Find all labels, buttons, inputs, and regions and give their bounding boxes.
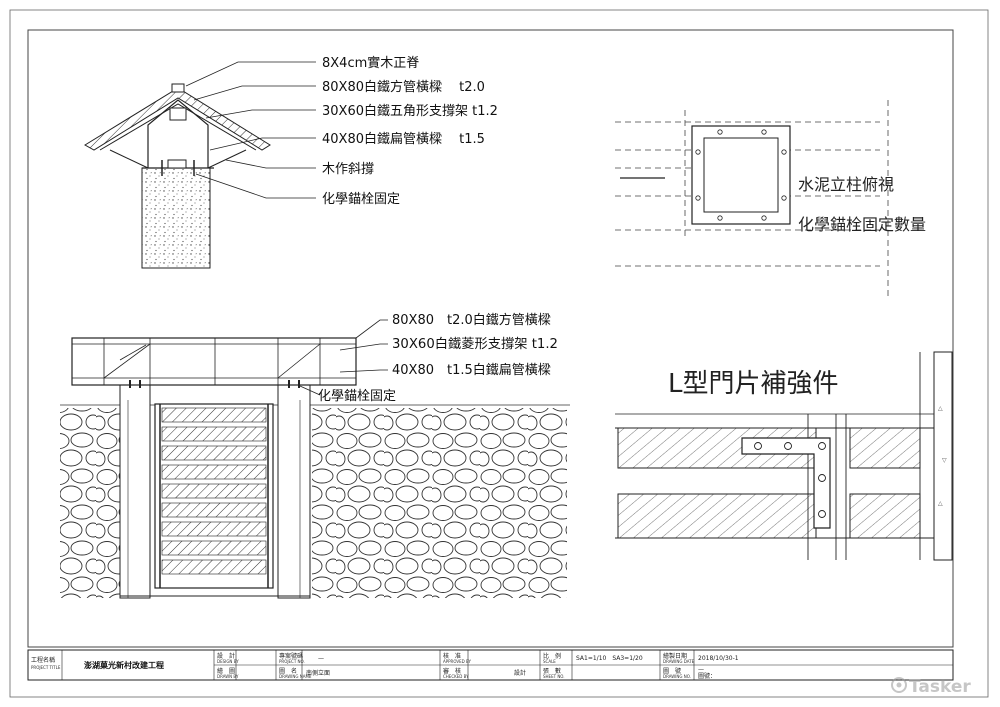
label-anchor-count: 化學錨栓固定數量 [798, 215, 926, 234]
tb-project-no-en: PROJECT NO. [279, 659, 305, 664]
gate-slats [161, 407, 267, 575]
wall-edge-strip [933, 351, 953, 561]
tb-drawing-en: DRAWING NAME [279, 674, 312, 679]
tb-project-no-label: 專案號碼 [279, 652, 303, 660]
label-pentagon-brace: 30X60白鐵五角形支撐架 t1.2 [322, 103, 498, 119]
tb-scale-label: 比 例 [543, 652, 561, 660]
tb-date-value: 2018/10/30-1 [698, 655, 739, 662]
svg-text:▽: ▽ [942, 457, 947, 464]
tb-drawing-name: 南側立面 [306, 669, 330, 677]
pentagon-frame [147, 99, 209, 168]
tb-drawing-label: 圖 名 [279, 667, 297, 675]
roof-labels: 8X4cm實木正脊 80X80白鐵方管橫樑 t2.0 30X60白鐵五角形支撐架… [322, 55, 498, 207]
tb-drawing-no-en: DRAWING NO. [663, 674, 691, 679]
label-ridge: 8X4cm實木正脊 [322, 55, 419, 71]
label-anchor: 化學錨栓固定 [322, 192, 400, 207]
stone-wall-left [60, 408, 120, 598]
pillar-concrete [141, 167, 211, 269]
label-gate-square-beam: 80X80 t2.0白鐵方管橫樑 [392, 312, 551, 328]
label-gate-flat-beam: 40X80 t1.5白鐵扁管橫樑 [392, 362, 551, 378]
tasker-watermark-text: Tasker [909, 677, 971, 697]
tb-review-label: 設計 [514, 669, 526, 677]
sheet-inner-border [27, 29, 954, 648]
tb-date-label: 繪製日期 [663, 652, 687, 660]
tb-design-en: DESIGN BY [217, 659, 239, 664]
pillar-top-view: 水泥立柱俯視 化學錨栓固定數量 [615, 100, 926, 300]
gate-pillar-left [119, 384, 151, 599]
title-block: 工程名稱 PROJECT TITLE 澎湖菓光新村改建工程 設 計 DESIGN… [27, 649, 954, 681]
pillar-outer-square [691, 125, 791, 225]
tb-drawn-label: 繪 圖 [217, 667, 235, 675]
label-square-beam: 80X80白鐵方管橫樑 t2.0 [322, 79, 485, 95]
tb-scale-value: SA1=1/10 SA3=1/20 [576, 655, 643, 662]
gate-pillar-right [277, 384, 311, 599]
tasker-watermark: Tasker [891, 677, 971, 697]
pillar-inner-square [703, 137, 779, 213]
sheet-outer-border [9, 9, 989, 698]
tb-drawing-no-label: 圖 號 [663, 667, 681, 675]
l-bracket-bolts [754, 442, 826, 518]
tb-project-no-value: — [318, 655, 324, 662]
canopy-frame [71, 337, 357, 386]
tb-drawing-no-prefix: 圖號： [698, 672, 716, 680]
l-bracket-detail: L型門片補強件 △ ▽ △ [615, 351, 953, 561]
label-flat-beam: 40X80白鐵扁管橫樑 t1.5 [322, 131, 485, 147]
svg-text:△: △ [938, 405, 943, 412]
tb-scale-en: SCALE [543, 659, 556, 664]
anchor-bolts-top-view [695, 129, 787, 221]
tb-project-label-en: PROJECT TITLE [31, 665, 61, 670]
tb-drawing-no-value: — [698, 666, 704, 673]
tb-project-name: 澎湖菓光新村改建工程 [84, 660, 164, 670]
roof-section-detail [84, 83, 271, 269]
label-gate-diamond-brace: 30X60白鐵菱形支撐架 t1.2 [392, 336, 558, 352]
ridge-beam [171, 83, 185, 93]
tasker-logo-icon [891, 677, 907, 693]
tb-checked-en: CHECKED BY [443, 674, 469, 679]
tb-project-label: 工程名稱 [31, 656, 55, 664]
tb-design-label: 設 計 [217, 652, 235, 660]
door-panel-lower [617, 493, 817, 539]
label-wood-brace: 木作斜撐 [322, 162, 374, 177]
label-gate-anchor: 化學錨栓固定 [318, 389, 396, 404]
tb-drawn-en: DRAWN BY [217, 674, 239, 679]
tb-checked-label: 審 核 [443, 667, 461, 675]
tb-date-en: DRAWING DATE [663, 659, 695, 664]
tb-approved-en: APPROVED BY [443, 659, 472, 664]
tb-approved-label: 核 准 [443, 652, 461, 660]
stone-wall-right [312, 408, 567, 598]
svg-text:△: △ [938, 500, 943, 507]
tb-sheet-en: SHEET NO. [543, 674, 565, 679]
gate-elevation: 80X80 t2.0白鐵方管橫樑 30X60白鐵菱形支撐架 t1.2 40X80… [60, 312, 570, 599]
tb-sheet-label: 張 數 [543, 667, 561, 675]
label-pillar-top-view: 水泥立柱俯視 [798, 175, 894, 194]
l-bracket-title: L型門片補強件 [668, 369, 839, 399]
roof-leaders [185, 61, 316, 199]
